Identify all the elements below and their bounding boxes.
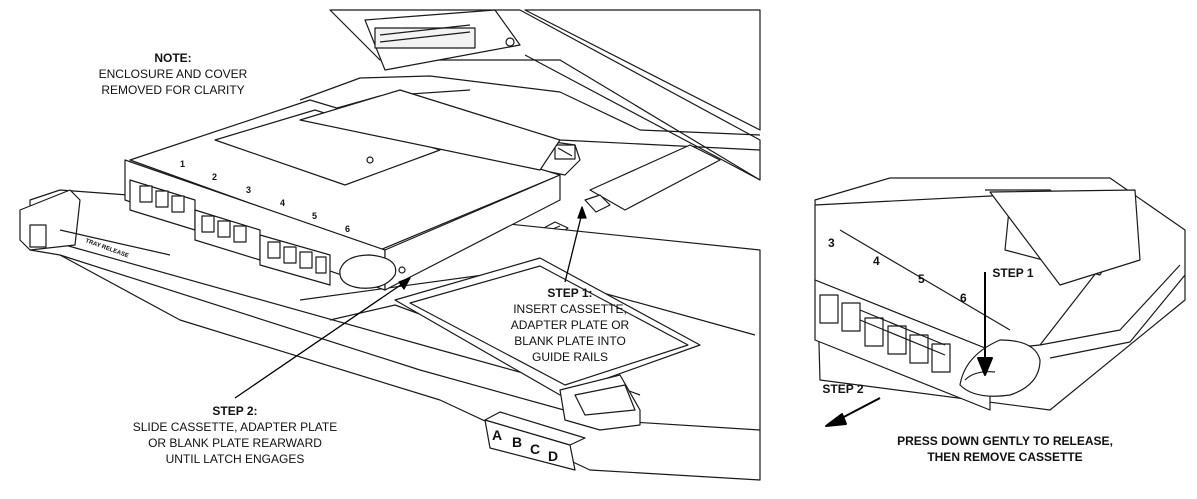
port-numbers-main: 1 2 3 4 5 6	[180, 159, 350, 234]
port-group-2	[194, 209, 261, 261]
note-text: ENCLOSURE AND COVER REMOVED FOR CLARITY	[98, 67, 248, 97]
step2-heading: STEP 2:	[212, 404, 258, 418]
step2-label: STEP 2: SLIDE CASSETTE, ADAPTER PLATE OR…	[110, 403, 360, 467]
port-number: 6	[345, 224, 350, 234]
port-numbers-detail: 3 4 5 6	[828, 236, 967, 305]
port-number: 6	[960, 291, 967, 305]
slot-letter: A	[492, 427, 502, 443]
leader-lines	[234, 206, 587, 399]
detail-illustration: 3 4 5 6	[814, 177, 1186, 427]
tray-opening	[394, 257, 701, 396]
front-rail	[19, 189, 81, 251]
port-number: 2	[212, 172, 217, 182]
step1-leader	[564, 212, 583, 283]
step1-label: STEP 1: INSERT CASSETTE, ADAPTER PLATE O…	[495, 285, 645, 365]
guide-rail-plate	[589, 144, 721, 211]
port-number: 5	[918, 272, 925, 286]
note-label: NOTE: ENCLOSURE AND COVER REMOVED FOR CL…	[88, 50, 258, 98]
main-illustration: TRAY RELEASE	[19, 9, 761, 481]
slot-letter: B	[512, 434, 522, 450]
slot-letter: C	[530, 441, 540, 457]
cassette-handle	[339, 254, 397, 289]
rear-panel	[524, 9, 761, 131]
port-group-1	[129, 179, 196, 231]
port-number: 3	[828, 236, 835, 250]
slot-marker: A B C D	[484, 411, 586, 471]
detail-arrows	[825, 272, 993, 427]
cassette	[124, 89, 561, 291]
detail-cassette-handle	[959, 339, 1041, 397]
detail-label-panel	[989, 189, 1141, 286]
step1-text: INSERT CASSETTE, ADAPTER PLATE OR BLANK …	[510, 302, 630, 364]
detail-step2-label: STEP 2	[822, 382, 864, 396]
detail-step1-label: STEP 1	[992, 266, 1034, 280]
port-number: 4	[873, 254, 880, 268]
slot-letter: D	[548, 448, 558, 464]
step2-text: SLIDE CASSETTE, ADAPTER PLATE OR BLANK P…	[132, 420, 338, 466]
step2-arrow	[837, 397, 881, 421]
latch-clip-bottom	[559, 374, 641, 431]
port-number: 5	[312, 211, 317, 221]
step2-leader	[234, 281, 406, 399]
port-number: 3	[246, 185, 251, 195]
cassette-label-area	[214, 109, 441, 186]
port-group-3	[259, 234, 331, 286]
detail-caption-text: PRESS DOWN GENTLY TO RELEASE, THEN REMOV…	[897, 434, 1113, 464]
step1-heading: STEP 1:	[547, 286, 593, 300]
detail-caption: PRESS DOWN GENTLY TO RELEASE, THEN REMOV…	[880, 433, 1130, 465]
note-heading: NOTE:	[154, 51, 192, 65]
port-number: 4	[280, 198, 285, 208]
port-number: 1	[180, 159, 185, 169]
detail-ports	[819, 294, 951, 373]
